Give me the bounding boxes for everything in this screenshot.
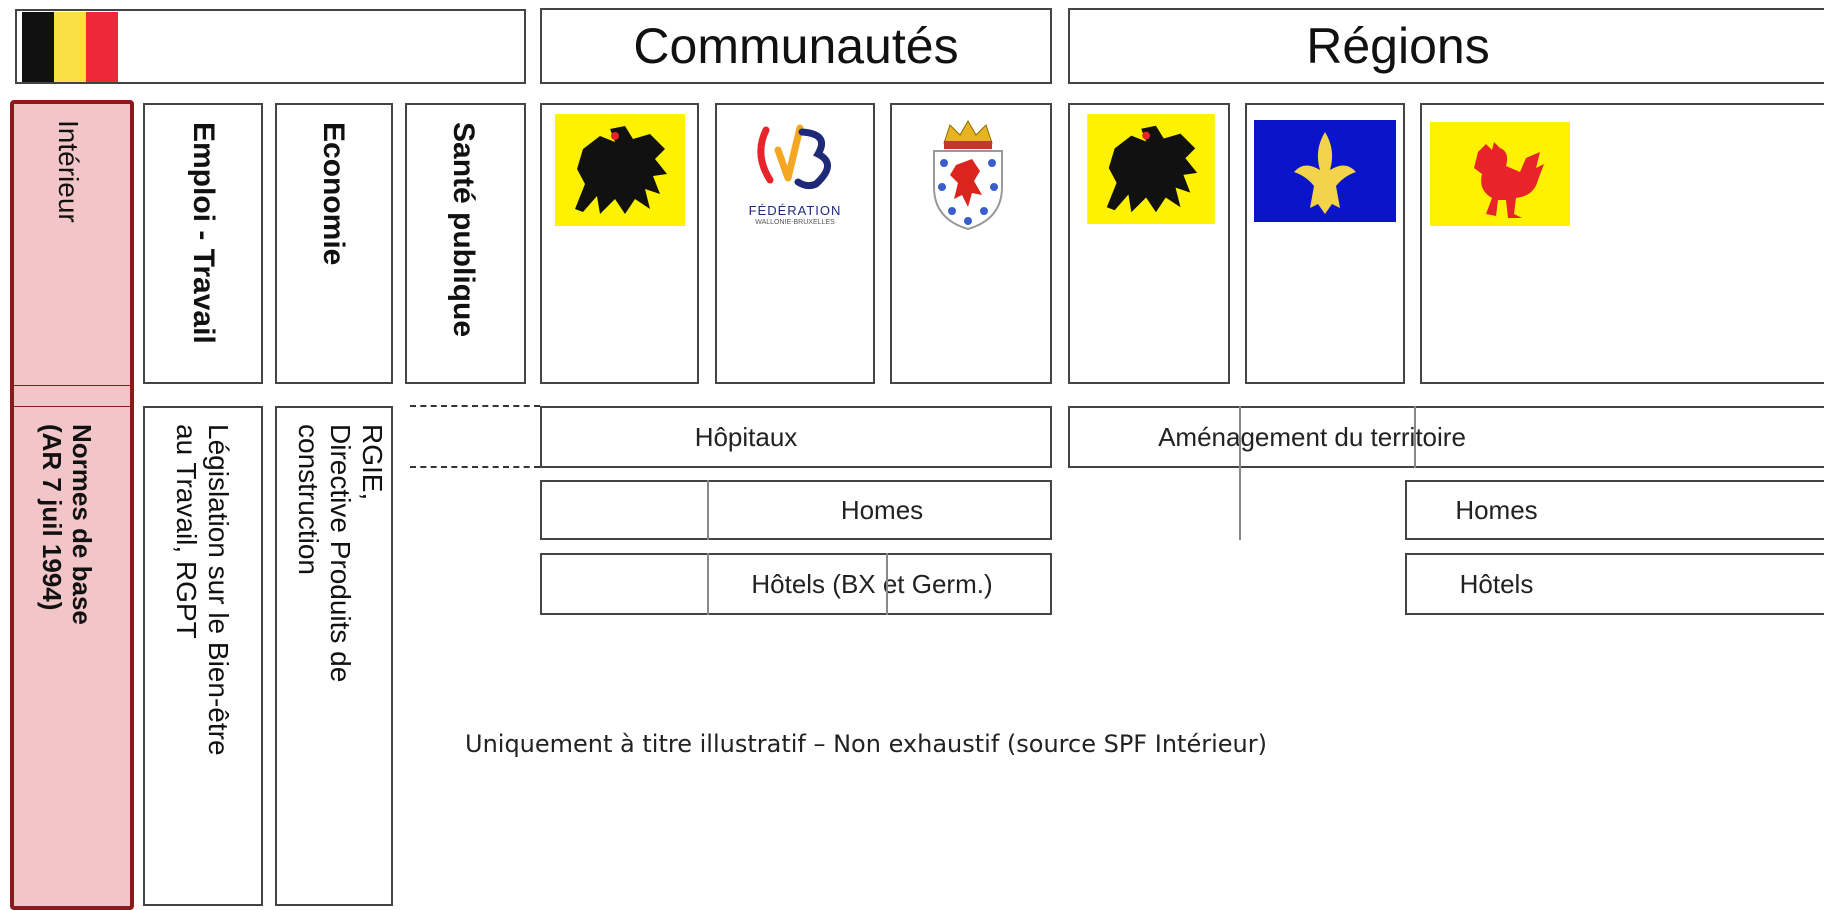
row-hotels-bx: Hôtels (BX et Germ.) [540,553,1052,615]
interieur-label: Intérieur [53,120,84,223]
fwb-logo-icon [757,124,831,190]
wallonia-rooster-icon [1430,122,1570,226]
normes-line2: (AR 7 juil 1994) [37,424,67,611]
homes-label: Homes [840,494,924,525]
header-regions-label: Régions [1306,18,1490,74]
homes-divider [707,480,709,540]
row-homes-regions: Homes [1405,480,1824,540]
german-community-coat-icon [933,119,1003,231]
dashed-connector-bottom [410,466,540,468]
rgie-line3: construction [293,424,324,575]
amenagement-divider-1 [1239,406,1241,540]
fwb-text-line1: FÉDÉRATION [748,203,842,218]
hotels-divider-1 [707,553,709,615]
amenagement-label: Aménagement du territoire [1158,421,1466,452]
row-amenagement: Aménagement du territoire [1068,406,1824,468]
hotels-bx-label: Hôtels (BX et Germ.) [751,568,993,599]
header-regions: Régions [1068,8,1824,84]
rgie-box [275,406,393,906]
legislation-box [143,406,263,906]
community-german-box [890,103,1052,384]
emploi-box [143,103,263,384]
flanders-lion-icon [555,114,685,226]
fwb-text-line2: WALLONIE-BRUXELLES [755,219,835,226]
row-hotels-regions: Hôtels [1405,553,1824,615]
sante-box [405,103,526,384]
header-communautes: Communautés [540,8,1052,84]
flanders-lion-icon [1087,114,1215,224]
legislation-line1: Législation sur le Bien-être [203,424,234,756]
dashed-connector-top [410,405,540,407]
emploi-label: Emploi - Travail [187,122,220,344]
rgie-line2: Directive Produits de [325,424,356,683]
amenagement-divider-2 [1414,406,1416,468]
economie-label: Economie [317,122,350,266]
interieur-panel [10,100,134,910]
normes-line1: Normes de base [67,424,97,625]
footer-note: Uniquement à titre illustratif – Non exh… [465,730,1267,758]
interieur-divider [14,385,130,407]
economie-box [275,103,393,384]
header-communautes-label: Communautés [633,18,959,74]
brussels-iris-icon [1254,120,1396,222]
legislation-line2: au Travail, RGPT [171,424,202,639]
hotels-regions-label: Hôtels [1459,568,1534,599]
sante-label: Santé publique [447,122,480,338]
rgie-line1: RGIE, [357,424,388,501]
belgium-flag-icon [22,12,118,82]
homes-regions-label: Homes [1455,494,1538,525]
row-hopitaux: Hôpitaux [540,406,1052,468]
hotels-divider-2 [886,553,888,615]
hopitaux-label: Hôpitaux [694,421,798,452]
row-homes: Homes [540,480,1052,540]
